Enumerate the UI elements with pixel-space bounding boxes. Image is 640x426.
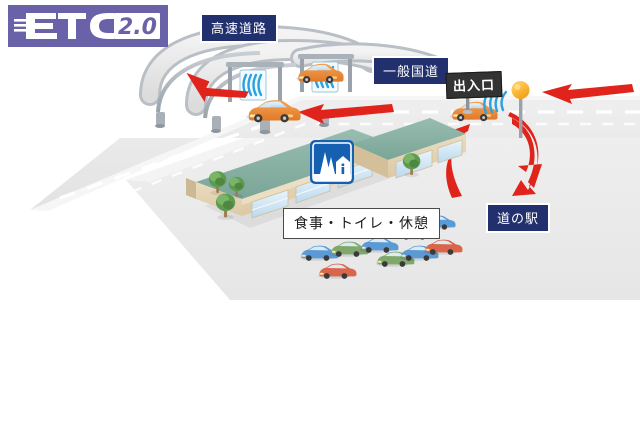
label-roadside-station: 道の駅 <box>486 203 551 233</box>
radio-wave-icon <box>483 87 508 115</box>
tree-1 <box>208 171 227 196</box>
etc2-logo: 2.0 <box>8 5 168 47</box>
national-road-surface <box>30 96 640 211</box>
label-expressway: 高速道路 <box>200 13 279 43</box>
svg-text:2.0: 2.0 <box>118 15 157 40</box>
etc2-logo-mark: 2.0 <box>14 13 160 40</box>
label-services: 食事・トイレ・休憩 <box>283 208 440 239</box>
etc-gantry-left <box>226 62 284 102</box>
michi-no-eki-info-sign <box>310 140 354 184</box>
etc-roadside-antenna <box>483 81 530 138</box>
tree-3 <box>215 193 236 220</box>
label-national-road: 一般国道 <box>372 56 451 86</box>
tree-4 <box>402 153 421 178</box>
label-entrance-exit: 出入口 <box>445 71 503 99</box>
